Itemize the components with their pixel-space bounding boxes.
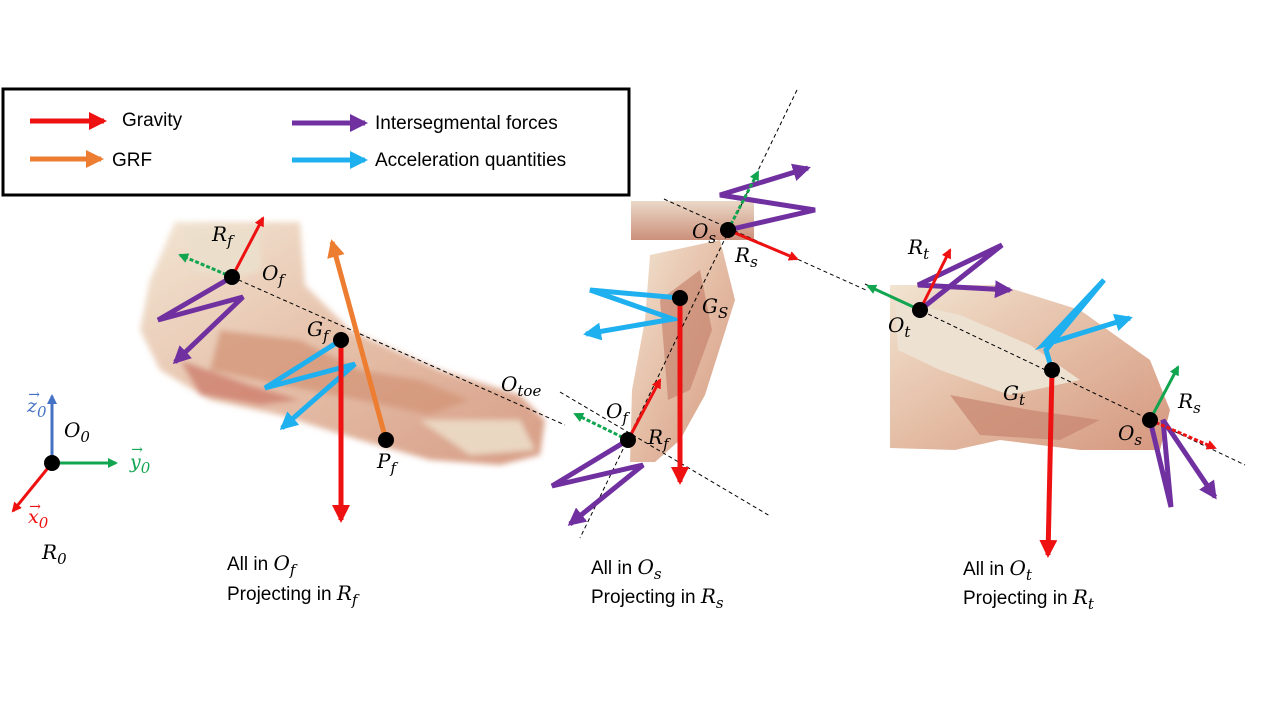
foot-intersegmental-force-arrow: [156, 274, 245, 365]
shank-top-frame-y-axis: [726, 170, 760, 231]
r0-label: R0: [41, 540, 67, 568]
shank-segment: Os Rs GS Of Rf All in Os Projecting in R…: [550, 89, 869, 612]
legend: Gravity GRF Intersegmental forces Accele…: [1, 87, 631, 197]
legend-item-acceleration: Acceleration quantities: [292, 150, 566, 171]
thigh-top-intersegmental-arrow: [916, 242, 1013, 312]
thigh-knee-intersegmental-arrow: [1147, 418, 1218, 508]
legend-label-grf: GRF: [112, 150, 152, 171]
shank-acceleration-arrow: [583, 287, 683, 341]
global-frame: →z0 →y0 →x0 O0 R0: [11, 387, 151, 568]
legend-item-intersegmental: Intersegmental forces: [292, 113, 558, 134]
hip-origin-point: [912, 302, 928, 318]
thigh-caption-line1: All in Ot: [963, 556, 1033, 584]
toe-label: Otoe: [501, 372, 541, 400]
y0-label: →y0: [129, 442, 151, 477]
shank-top-intersegmental-arrow: [719, 163, 816, 233]
z0-label: →z0: [26, 387, 47, 421]
shank-caption-line1: All in Os: [591, 555, 662, 583]
x0-axis: [11, 462, 54, 513]
foot-segment: Rf Of Gf Pf Otoe All in Of Projecting in…: [140, 216, 566, 609]
thigh-knee-origin-label: Os: [1118, 421, 1142, 449]
foot-grf-arrow: [327, 239, 389, 441]
foot-frame-x-axis: [230, 216, 265, 278]
shank-bottom-frame-y-axis: [573, 412, 629, 442]
foot-com-label: Gf: [307, 317, 331, 345]
shank-bottom-origin-label: Of: [606, 399, 630, 427]
shank-com-label: GS: [702, 294, 728, 322]
ankle-origin-point: [620, 432, 636, 448]
foot-frame-y-axis: [178, 253, 233, 279]
foot-caption-line2: Projecting in Rf: [227, 581, 360, 609]
legend-label-intersegmental: Intersegmental forces: [375, 113, 558, 134]
shank-top-frame-x-axis: [727, 228, 799, 261]
shank-bottom-frame-x-axis: [626, 378, 662, 441]
thigh-acceleration-arrow: [1034, 278, 1133, 371]
foot-acceleration-arrow: [263, 337, 357, 430]
ankle-axis-line: [559, 391, 771, 517]
thigh-knee-origin-point: [1142, 412, 1158, 428]
thigh-knee-frame-y-axis: [1148, 365, 1180, 421]
shank-top-origin-label: Os: [692, 219, 716, 247]
shank-caption-line2: Projecting in Rs: [591, 584, 724, 612]
o0-label: O0: [64, 418, 90, 446]
thigh-com-point: [1044, 362, 1060, 378]
origin-o0: [44, 455, 60, 471]
thigh-caption-line2: Projecting in Rt: [963, 585, 1095, 613]
thigh-top-origin-label: Ot: [888, 313, 911, 341]
thigh-segment: Rt Ot Gt Rs Os All in Ot Projecting in R…: [864, 235, 1246, 613]
knee-axis-line: [663, 198, 869, 292]
foot-origin-label: Of: [262, 261, 286, 289]
thigh-gravity-arrow: [1039, 369, 1058, 558]
thigh-com-label: Gt: [1003, 381, 1026, 409]
legend-item-grf: GRF: [30, 150, 152, 171]
knee-origin-point: [720, 222, 736, 238]
shank-bottom-frame-label: Rf: [647, 425, 671, 453]
x0-label: →x0: [28, 499, 49, 532]
shank-top-frame-label: Rs: [734, 243, 758, 271]
foot-axis-line: [231, 276, 566, 426]
thigh-top-frame-x-axis: [918, 248, 952, 311]
thigh-knee-frame-label: Rs: [1177, 389, 1201, 417]
foot-cop-label: Pf: [376, 449, 398, 477]
shank-axis-line: [579, 89, 798, 539]
foot-cop-point: [378, 432, 394, 448]
thigh-top-frame-y-axis: [866, 284, 921, 312]
legend-label-gravity: Gravity: [122, 110, 183, 131]
shank-com-point: [672, 290, 688, 306]
legend-label-acceleration: Acceleration quantities: [375, 150, 566, 171]
foot-origin-point: [224, 269, 240, 285]
foot-com-point: [333, 332, 349, 348]
legend-item-gravity: Gravity: [30, 110, 183, 131]
thigh-top-frame-label: Rt: [907, 235, 930, 263]
foot-frame-label: Rf: [211, 222, 235, 250]
shank-bottom-intersegmental-arrow: [550, 437, 645, 526]
foot-caption-line1: All in Of: [227, 551, 298, 579]
